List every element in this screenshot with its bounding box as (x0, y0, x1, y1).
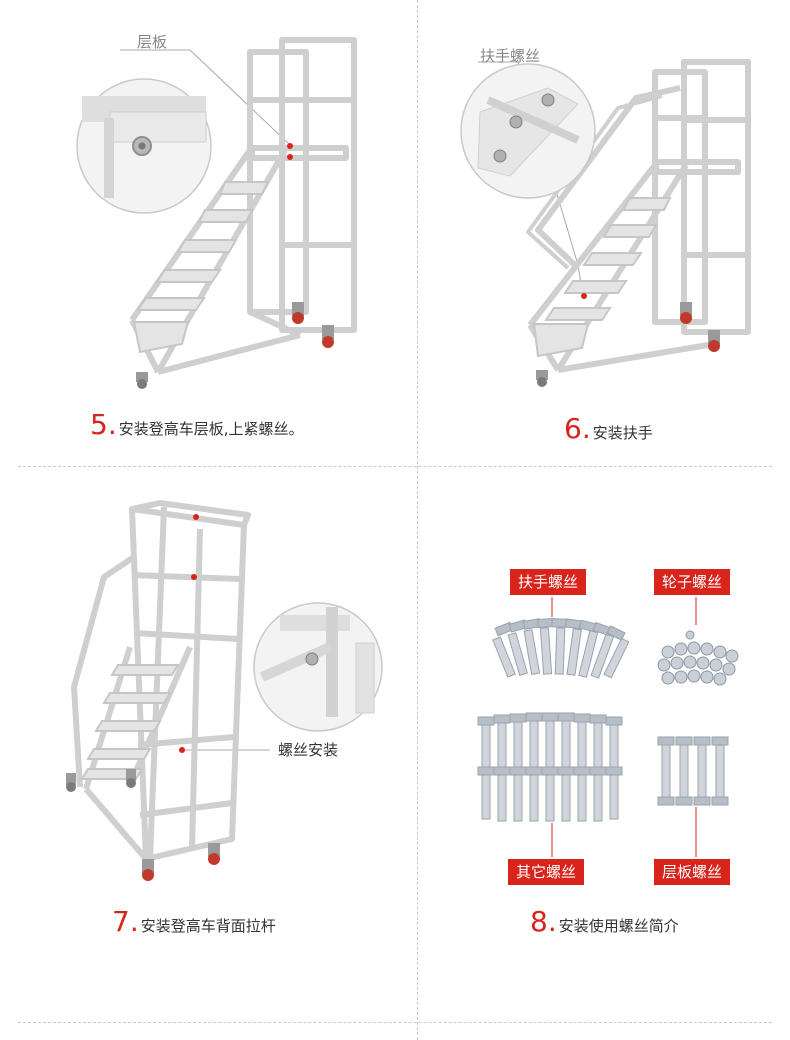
step-7-callout-label: 螺丝安装 (278, 741, 339, 759)
step-5-number-dot: . (107, 408, 117, 441)
tag-shelf-screws: 层板螺丝 (654, 859, 731, 885)
step-6-caption: 6 . 安装扶手 (564, 415, 653, 443)
step-7-panel: 螺丝安装 7 . 安装登高车背面拉杆 (0, 467, 417, 1022)
step-5-caption: 5 . 安装登高车层板,上紧螺丝。 (90, 411, 304, 439)
tag-other-screws: 其它螺丝 (508, 859, 585, 885)
step-7-number-dot: . (129, 905, 139, 938)
step-8-panel: 扶手螺丝 轮子螺丝 其它螺丝 层板螺丝 (418, 467, 790, 1022)
step-7-ladder-illustration (66, 500, 383, 881)
step-6-number: 6 (564, 412, 582, 445)
step-5-text: 安装登高车层板,上紧螺丝。 (118, 420, 304, 438)
step-7-number: 7 (112, 905, 130, 938)
screws-illustration (477, 597, 739, 857)
tag-handrail-screws: 扶手螺丝 (510, 569, 587, 595)
step-6-ladder-illustration (460, 59, 751, 387)
tag-wheel-screws: 轮子螺丝 (654, 569, 731, 595)
step-6-text: 安装扶手 (592, 424, 653, 442)
step-8-number-dot: . (547, 905, 557, 938)
step-6-callout-label: 扶手螺丝 (480, 47, 541, 65)
divider-vertical (417, 0, 418, 1040)
step-5-number: 5 (90, 408, 108, 441)
step-8-text: 安装使用螺丝简介 (558, 917, 679, 935)
divider-bottom (18, 1022, 772, 1023)
step-5-ladder-illustration (76, 37, 357, 389)
divider-middle (18, 466, 772, 467)
step-5-panel: 层板 5 . 安装登高车层板,上紧螺丝。 (0, 0, 417, 466)
step-6-number-dot: . (581, 412, 591, 445)
step-7-text: 安装登高车背面拉杆 (140, 917, 276, 935)
step-5-callout-label: 层板 (137, 33, 168, 51)
step-8-caption: 8 . 安装使用螺丝简介 (530, 908, 679, 936)
step-6-panel: 扶手螺丝 6 . 安装扶手 (418, 0, 790, 466)
step-8-number: 8 (530, 905, 548, 938)
step-7-caption: 7 . 安装登高车背面拉杆 (112, 908, 276, 936)
